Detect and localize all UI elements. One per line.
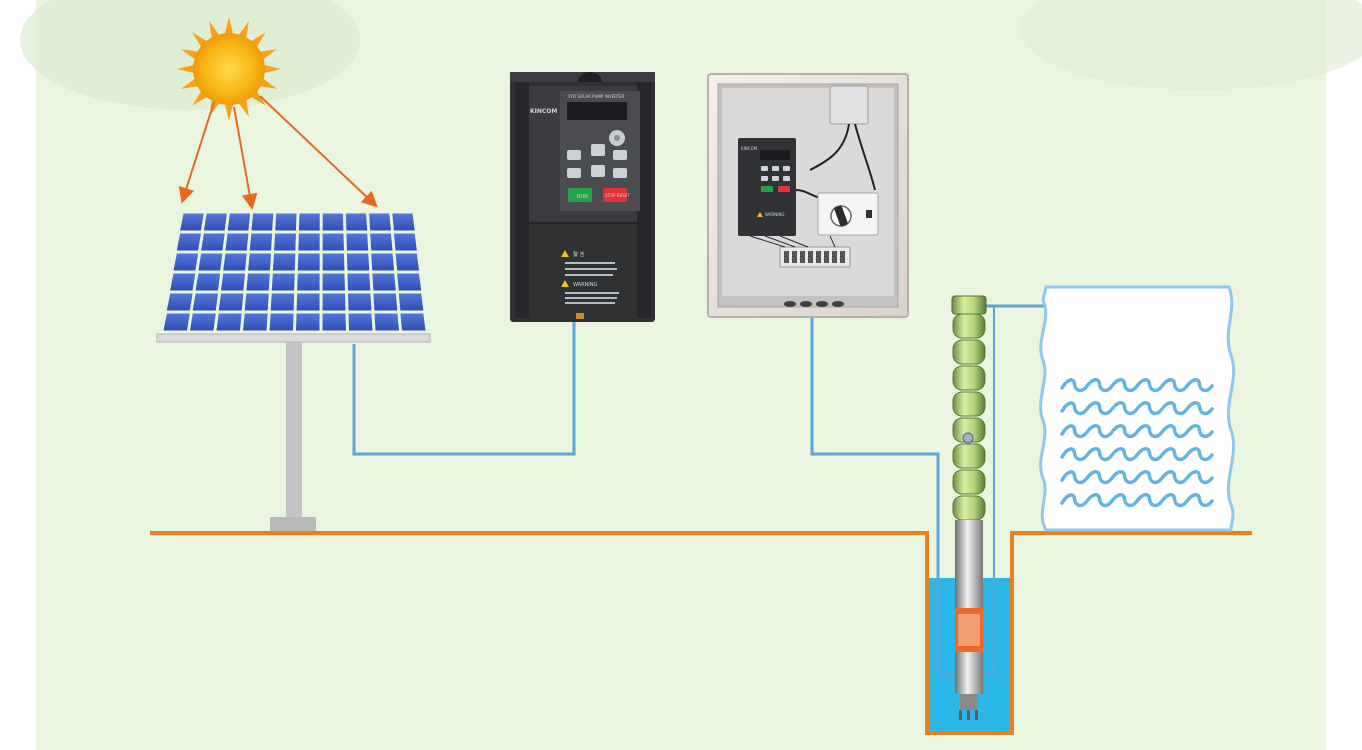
- solar-panel-icon: [156, 213, 431, 531]
- cable-panel-to-inverter: [352, 322, 576, 456]
- cloud-shape: [1020, 0, 1362, 90]
- pump-icon: [951, 295, 987, 720]
- inverter-brand: KINCOM: [530, 108, 557, 115]
- cable-control-to-pump: [810, 318, 956, 677]
- control-box-icon: KINCOM WARNING: [707, 73, 909, 318]
- inverter-warning-zh: 警 告: [573, 251, 585, 258]
- inverter-model-text: VFD SOLAR PUMP INVERTER: [568, 94, 625, 99]
- control-box-warning: WARNING: [765, 212, 785, 217]
- sun-icon: [177, 17, 281, 121]
- inverter-run-label: RUN: [577, 194, 588, 200]
- inverter-warning-en: WARNING: [573, 282, 598, 288]
- control-box-inverter-brand: KINCOM: [741, 146, 758, 151]
- inverter-stop-label: STOP RESET: [605, 193, 630, 198]
- sun-ray-arrows: [178, 95, 378, 210]
- inverter-icon: VFD SOLAR PUMP INVERTER KINCOM RUN STOP …: [510, 72, 655, 322]
- ground-line: [150, 531, 1252, 735]
- tank-icon: [1039, 285, 1236, 532]
